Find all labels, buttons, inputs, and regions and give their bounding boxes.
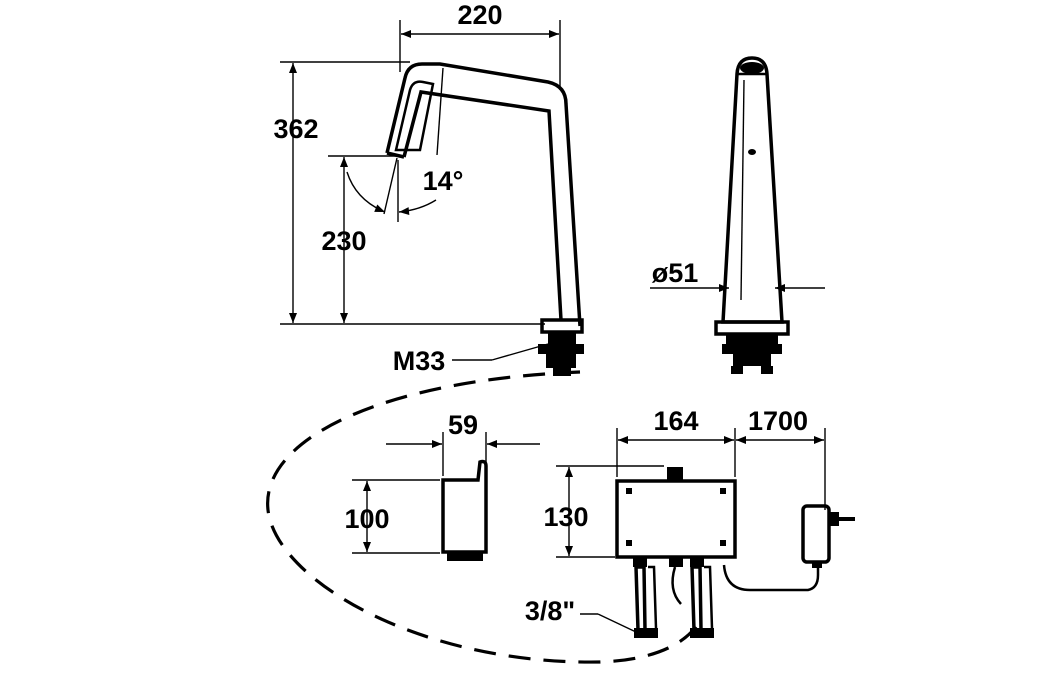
dimension-clearance-height: 230 bbox=[321, 155, 396, 323]
spout-reach-label: 220 bbox=[457, 0, 502, 30]
sensor-height-label: 100 bbox=[344, 504, 389, 534]
control-box-width-label: 164 bbox=[653, 406, 698, 436]
faucet-front-view bbox=[714, 56, 790, 374]
spout-angle-label: 14° bbox=[423, 166, 464, 196]
dimension-spout-angle: 14° bbox=[346, 157, 464, 222]
thread-callout: M33 bbox=[393, 343, 549, 376]
dimension-control-box-height: 130 bbox=[543, 465, 664, 558]
dimension-total-height: 362 bbox=[273, 61, 545, 325]
sensor-width-label: 59 bbox=[448, 410, 478, 440]
dimension-sensor-width: 59 bbox=[386, 410, 540, 476]
dimension-body-diameter: ø51 bbox=[650, 258, 825, 292]
power-cable bbox=[722, 564, 820, 592]
dimension-spout-reach: 220 bbox=[399, 0, 561, 90]
clearance-height-label: 230 bbox=[321, 226, 366, 256]
thread-label: M33 bbox=[393, 346, 446, 376]
power-adapter bbox=[801, 504, 855, 568]
dashed-group-outline bbox=[266, 370, 702, 664]
cable-length-label: 1700 bbox=[748, 406, 808, 436]
connection-size-label: 3/8" bbox=[525, 596, 575, 626]
total-height-label: 362 bbox=[273, 114, 318, 144]
faucet-side-view bbox=[385, 62, 584, 376]
dimension-sensor-height: 100 bbox=[344, 479, 440, 554]
control-box bbox=[615, 467, 737, 638]
sensor-module bbox=[441, 459, 488, 561]
body-diameter-label: ø51 bbox=[652, 258, 699, 288]
dimension-control-box-width: 164 bbox=[616, 406, 736, 477]
dimension-cable-length: 1700 bbox=[736, 406, 826, 510]
control-box-height-label: 130 bbox=[543, 502, 588, 532]
connection-callout: 3/8" bbox=[525, 596, 637, 633]
